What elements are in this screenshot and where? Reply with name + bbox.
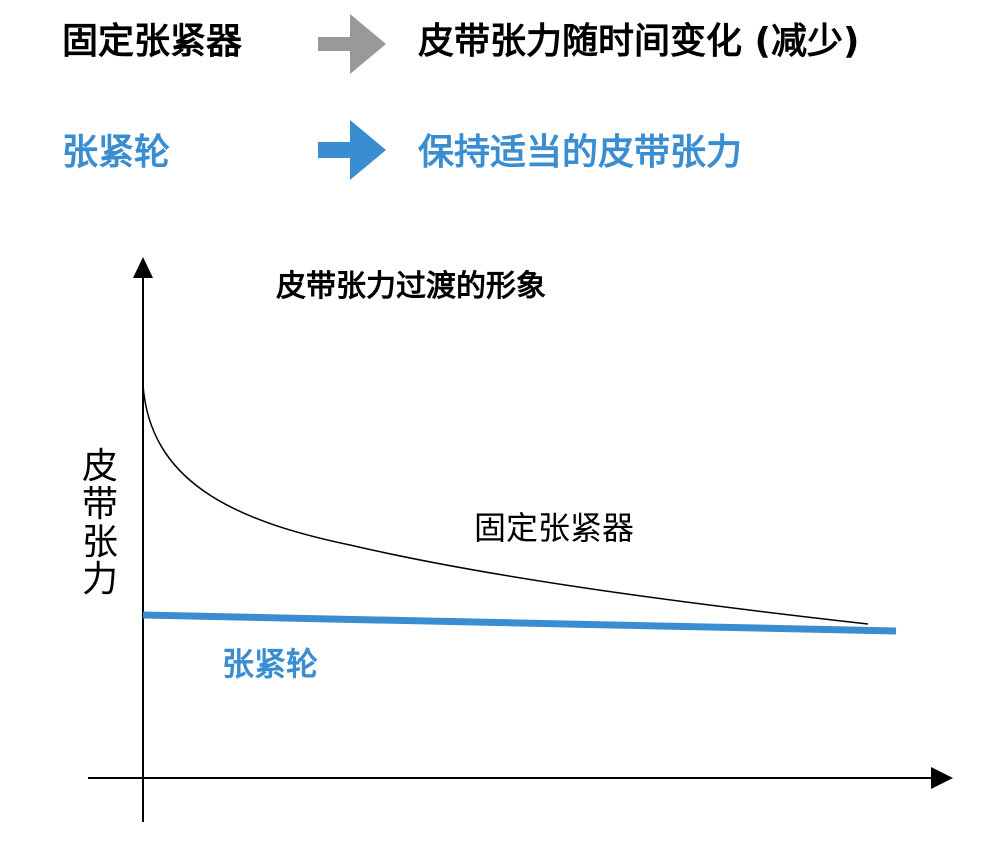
- y-axis-label: 皮带张力: [81, 446, 118, 601]
- fixed-tensioner-heading: 固定张紧器: [62, 21, 243, 62]
- maintain-tension-heading: 保持适当的皮带张力: [418, 132, 743, 173]
- chart-title: 皮带张力过渡的形象: [276, 269, 546, 304]
- tension-pulley-series-label: 张紧轮: [222, 645, 319, 683]
- y-axis-arrowhead: [133, 257, 153, 278]
- tension-pulley-line: [142, 611, 897, 635]
- x-axis-arrowhead: [931, 767, 953, 789]
- fixed-tensioner-series-label: 固定张紧器: [474, 509, 635, 547]
- fixed-tensioner-curve: [142, 384, 869, 625]
- blue-right-arrow-icon: [318, 120, 386, 180]
- tension-pulley-heading: 张紧轮: [62, 132, 171, 173]
- gray-right-arrow-icon: [318, 14, 386, 74]
- tension-decrease-heading: 皮带张力随时间变化 (减少): [418, 21, 860, 62]
